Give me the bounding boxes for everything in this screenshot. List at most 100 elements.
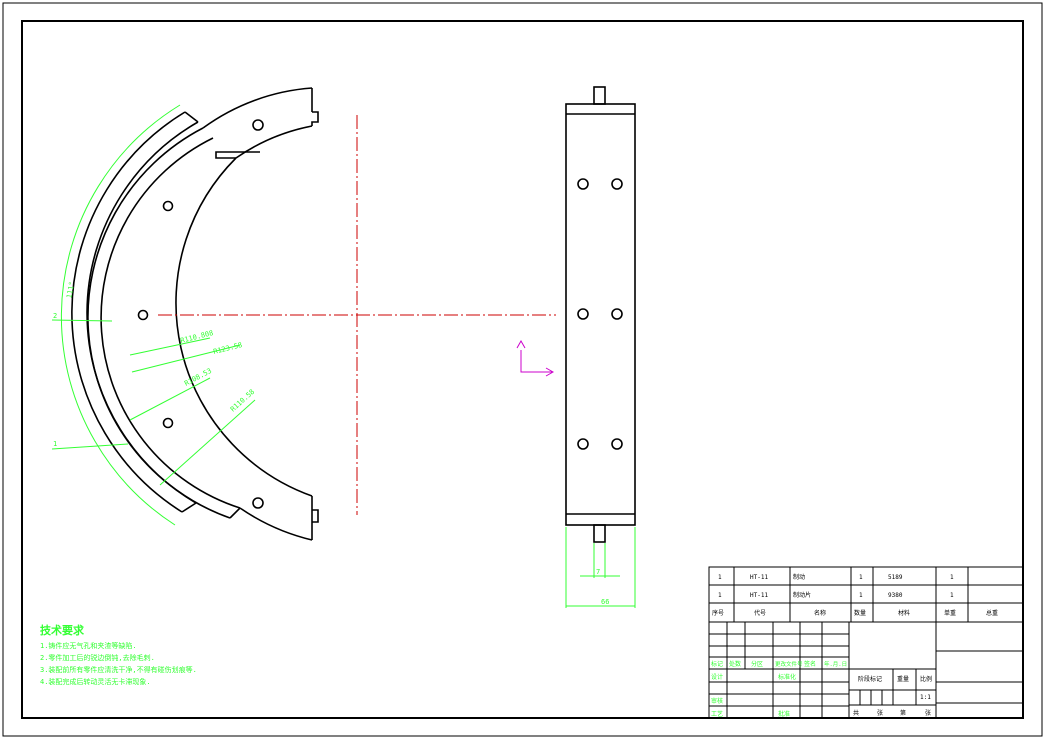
scale-value: 1:1	[920, 694, 931, 701]
tech-req-line-2: 2.零件加工后的锐边倒钝,去除毛刺.	[40, 653, 155, 662]
arc-dimension-text: 111°	[65, 281, 76, 299]
bom-r2-c5: 9380	[888, 592, 903, 599]
tech-req-line-4: 4.装配完成后转动灵活无卡滞现象.	[40, 677, 151, 686]
leader-1	[51, 443, 129, 450]
radius-label-2: R123.58	[213, 341, 244, 356]
arc-dimension-line	[60, 104, 181, 526]
technical-requirements: 技术要求 1.铸件应无气孔和夹渣等缺陷. 2.零件加工后的锐边倒钝,去除毛刺. …	[40, 623, 197, 686]
bom-r1-c2: HT-11	[750, 574, 768, 581]
rev-header-zone: 分区	[751, 660, 763, 668]
title-block-text: 标记 处数 分区 更改文件号 签名 年.月.日 设计 标准化 审核 工艺 批准 …	[711, 660, 932, 718]
shaft-width-text: 7	[596, 568, 600, 576]
ucs-icon	[516, 339, 555, 377]
side-hole-3	[577, 308, 589, 320]
shoe-hole-2	[162, 200, 174, 212]
front-view	[60, 87, 319, 541]
sheet-number-label: 第	[900, 709, 906, 717]
tech-req-title: 技术要求	[40, 623, 85, 637]
rev-header-sign: 签名	[804, 660, 816, 668]
leader-r2	[131, 344, 241, 373]
side-hole-5	[577, 438, 589, 450]
shoe-hole-3	[137, 309, 149, 321]
bom-header-c1: 序号	[712, 609, 724, 617]
side-hole-6	[611, 438, 623, 450]
bom-r1-c6: 1	[950, 574, 954, 581]
shoe-top-notch	[311, 111, 319, 126]
side-view	[565, 86, 636, 543]
sheet-total-unit: 张	[877, 709, 883, 717]
lining-bottom-end	[181, 502, 197, 513]
bom-header-c5: 材料	[898, 609, 910, 617]
front-view-dimensions	[51, 319, 256, 486]
shoe-rim-inner	[100, 137, 241, 509]
leader-r3	[129, 377, 211, 421]
side-hole-4	[611, 308, 623, 320]
ucs-y-axis	[520, 350, 552, 373]
rev-header-date: 年.月.日	[824, 660, 847, 668]
shoe-hole-4	[162, 417, 174, 429]
role-process: 工艺	[711, 710, 723, 718]
bom-r2-c1: 1	[718, 592, 722, 599]
rev-header-count: 处数	[729, 660, 741, 668]
bom-header-c3: 名称	[814, 609, 826, 617]
sheet-number-unit: 张	[925, 709, 931, 717]
shoe-bottom-notch	[312, 509, 319, 523]
lining-top-end	[184, 111, 199, 123]
bom-r2-c2: HT-11	[750, 592, 768, 599]
front-view-dim-text: 111° 2 1 R110.808 R123.58 R108.53 R110.5…	[53, 281, 256, 448]
lining-outer-arc	[71, 111, 186, 513]
role-review: 审核	[711, 697, 723, 705]
leader-r1	[129, 337, 211, 356]
bom-header-c2: 代号	[754, 609, 766, 617]
overall-width-text: 66	[601, 598, 609, 606]
drawing-frame	[21, 20, 1024, 719]
ucs-y-arrow	[516, 339, 526, 349]
weight-label: 重量	[897, 675, 909, 683]
role-approve: 批准	[778, 710, 790, 718]
shoe-web-outer-arc	[239, 507, 313, 541]
tech-req-line-3: 3.装配前所有零件应清洗干净,不得有碰伤划痕等.	[40, 665, 197, 674]
parts-list	[708, 566, 1024, 623]
dim-label-1: 1	[53, 440, 57, 448]
leader-2	[51, 319, 113, 322]
bom-r1-c4: 1	[859, 574, 863, 581]
shoe-top-inner	[235, 125, 313, 159]
title-block-frame	[708, 621, 1024, 719]
dim-label-2: 2	[53, 312, 57, 320]
bom-header-c4: 数量	[854, 609, 866, 617]
title-block	[708, 621, 1024, 719]
tech-req-line-1: 1.铸件应无气孔和夹渣等缺陷.	[40, 641, 137, 650]
shoe-web-outer	[202, 87, 313, 129]
center-lines	[158, 115, 556, 515]
scale-label: 比例	[920, 675, 932, 683]
radius-label-4: R110.58	[229, 388, 256, 414]
shoe-web-inner-arc	[175, 157, 313, 497]
shoe-hole-5	[252, 497, 264, 509]
parts-list-text: 1 HT-11 制动 1 5189 1 1 HT-11 制动片 1 9380 1…	[712, 573, 998, 617]
stage-label: 阶段标记	[858, 675, 882, 683]
shoe-rim-bottom-end	[229, 507, 241, 519]
bom-r1-c3: 制动	[793, 573, 805, 581]
role-standard: 标准化	[778, 673, 796, 681]
shoe-rim-outer	[87, 127, 231, 519]
side-bottom-pin	[593, 524, 606, 543]
radius-label-1: R110.808	[180, 329, 215, 345]
side-body	[565, 103, 636, 526]
bom-header-c7: 总重	[986, 609, 998, 617]
leader-r4	[159, 399, 256, 486]
sheet-total-label: 共	[853, 709, 859, 717]
role-design: 设计	[711, 673, 723, 681]
bom-r2-c3: 制动片	[793, 591, 811, 599]
shoe-slot	[215, 151, 260, 159]
shoe-hole-1	[252, 119, 264, 131]
side-top-pin	[593, 86, 606, 105]
bom-r2-c6: 1	[950, 592, 954, 599]
ucs-x-arrow	[545, 367, 555, 377]
side-view-dimensions	[565, 527, 636, 608]
side-hole-2	[611, 178, 623, 190]
side-hole-1	[577, 178, 589, 190]
bom-r1-c5: 5189	[888, 574, 903, 581]
rev-header-doc: 更改文件号	[775, 660, 803, 668]
